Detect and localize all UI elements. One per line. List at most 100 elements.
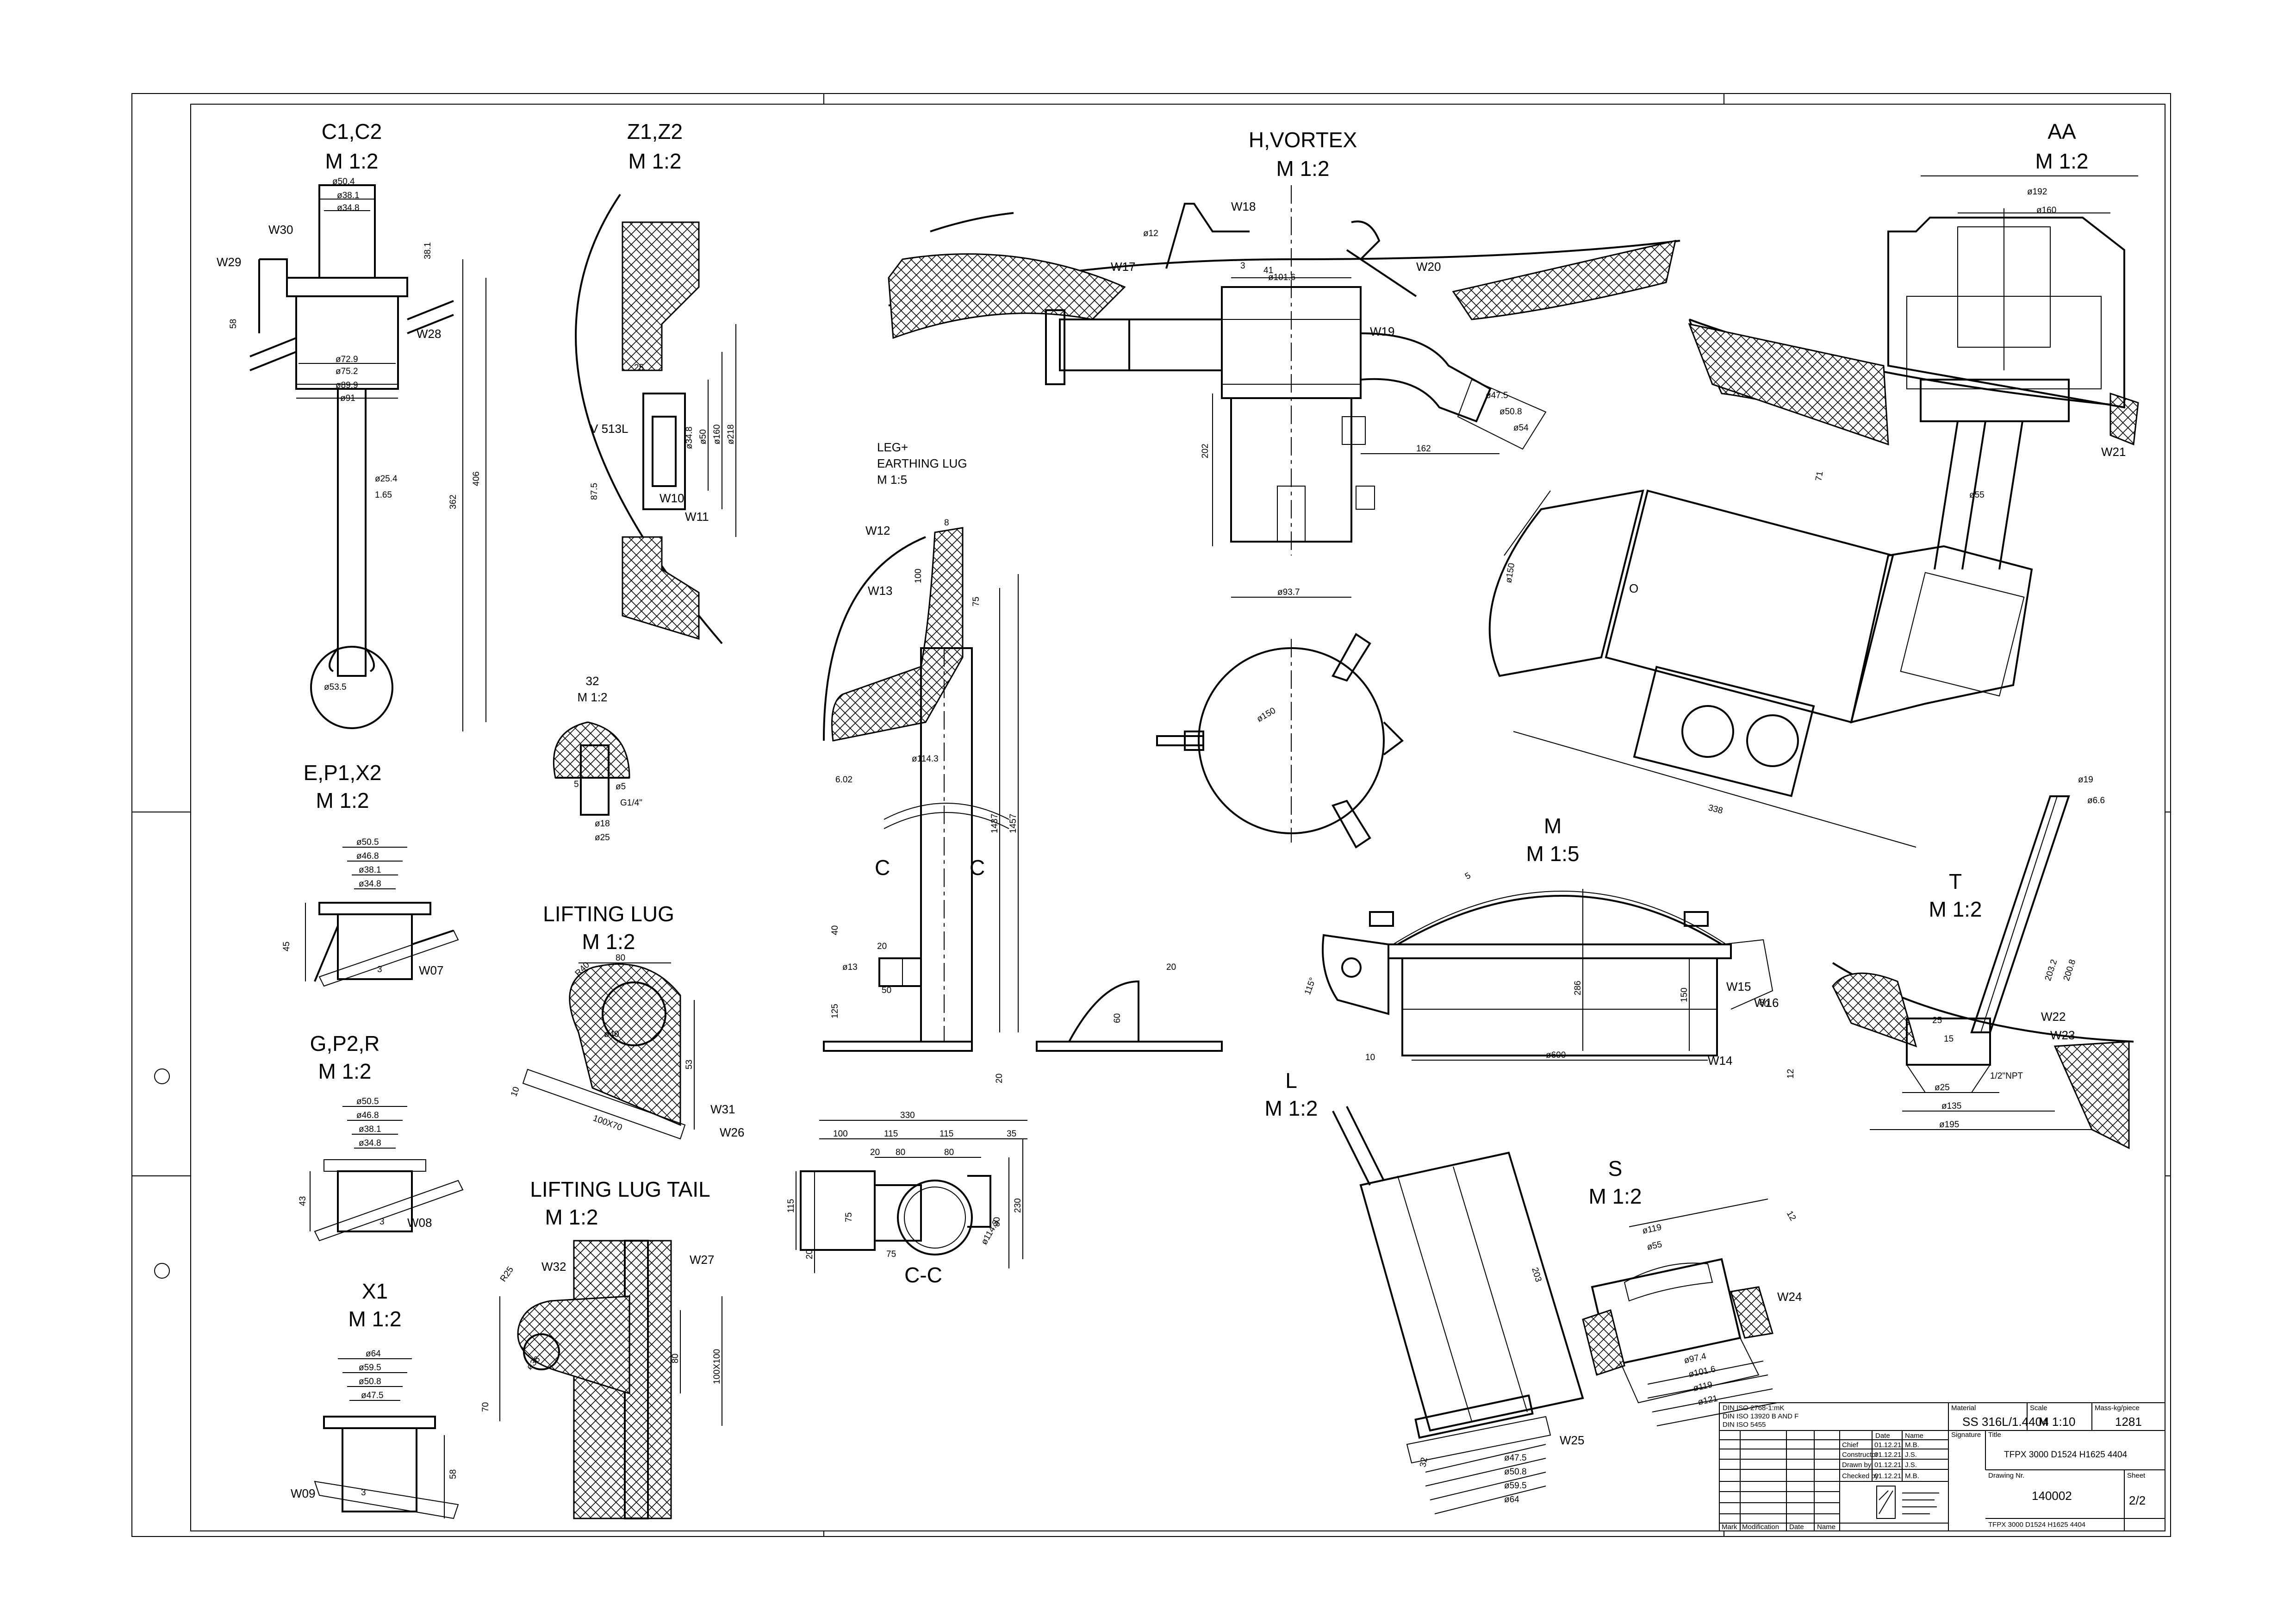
- dim-label: ø119: [1692, 1380, 1713, 1393]
- weld-label: W16: [1754, 996, 1779, 1010]
- weld-label: W10: [660, 491, 684, 505]
- dim-label: ø50.5: [356, 1097, 379, 1106]
- weld-label: W25: [1560, 1433, 1584, 1447]
- tb-row-date: 01.12.21: [1874, 1472, 1901, 1480]
- view-scale: M 1:2: [1264, 1096, 1318, 1120]
- dim-label: 200.8: [2062, 958, 2078, 982]
- view-title: AA: [2047, 119, 2076, 144]
- weld-label: W11: [685, 510, 709, 524]
- view-title: T: [1949, 869, 1962, 893]
- dim-label: 1.65: [375, 490, 392, 500]
- dim-label: 32: [1418, 1456, 1429, 1468]
- dim-label: 40: [830, 925, 840, 935]
- dim-label: ø64: [1504, 1495, 1519, 1505]
- dim-label: 203.2: [2043, 958, 2060, 982]
- dim-label: ø160: [2036, 206, 2056, 215]
- tb-scale: M 1:10: [2039, 1415, 2076, 1429]
- view-t: T M 1:2 ø19 ø6.6 203.2 200.8 25 15 ø25 ø…: [1832, 775, 2134, 1149]
- weld-label: W20: [1416, 260, 1441, 274]
- dim-label: ø53.5: [324, 682, 347, 692]
- dim-label: ø101.6: [1268, 273, 1295, 282]
- weld-label: W30: [268, 223, 293, 237]
- tb-modification-label: Modification: [1742, 1523, 1779, 1531]
- view-scale: M 1:2: [545, 1205, 598, 1229]
- view-title: G,P2,R: [310, 1031, 380, 1056]
- view-g-p2-r: G,P2,R M 1:2 ø50.5 ø46.8 ø38.1 ø34.8 43 …: [298, 1031, 464, 1242]
- dim-label: 87.5: [590, 483, 599, 500]
- dim-label: 115°: [1303, 976, 1318, 996]
- weld-label: W13: [868, 584, 892, 598]
- dim-label: ø93.7: [1277, 587, 1300, 597]
- dim-label: V 513L: [590, 422, 628, 436]
- weld-label: W19: [1370, 325, 1394, 338]
- dim-label: 338: [1707, 803, 1724, 816]
- view-scale: M 1:2: [628, 149, 681, 173]
- dim-label: 5: [574, 780, 579, 789]
- dim-label: ø46.8: [356, 1111, 379, 1120]
- weld-label: W24: [1777, 1290, 1802, 1304]
- weld-label: W15: [1726, 980, 1751, 993]
- view-scale: M 1:2: [316, 788, 369, 812]
- dim-label: 20: [805, 1249, 815, 1259]
- weld-label: W09: [291, 1487, 315, 1500]
- dim-label: G1/4": [620, 798, 642, 808]
- dim-label: 75: [844, 1212, 854, 1222]
- tb-row-role: Chief: [1842, 1441, 1859, 1449]
- dim-label: 80: [944, 1148, 954, 1157]
- dim-label: 80: [616, 953, 625, 963]
- tb-material: SS 316L/1.4404: [1962, 1415, 2049, 1429]
- tb-row-role: Checked by: [1842, 1472, 1879, 1480]
- view-section-c-c: C-C 330 100 115 115 35 20 80 80 115 75 2…: [786, 1111, 1027, 1287]
- dim-label: 20: [870, 1148, 880, 1157]
- dim-label: 10: [509, 1086, 522, 1098]
- dim-label: ø121: [1697, 1393, 1719, 1407]
- weld-label: W18: [1231, 200, 1256, 213]
- view-title: Z1,Z2: [627, 119, 683, 144]
- view-scale: M 1:2: [348, 1307, 401, 1331]
- dim-label: 50: [882, 986, 891, 995]
- tb-date-label: Date: [1875, 1432, 1890, 1440]
- dim-label: 8: [944, 518, 949, 528]
- dim-label: R25: [498, 1265, 516, 1284]
- tb-footer-date-label: Date: [1789, 1523, 1804, 1531]
- dim-label: 100: [833, 1129, 848, 1139]
- vortex-plate-plan: ø150: [1156, 633, 1404, 849]
- dim-label: 12: [1786, 1069, 1796, 1079]
- dim-label: ø64: [366, 1349, 381, 1359]
- weld-label: W28: [417, 327, 441, 341]
- dim-label: ø46.8: [356, 851, 379, 861]
- dim-label: ø160: [712, 425, 722, 444]
- dim-label: 75: [971, 597, 981, 606]
- dim-label: 80: [992, 1217, 1002, 1227]
- leg-title-line1: LEG+: [877, 440, 908, 454]
- view-scale: M 1:5: [1526, 842, 1579, 866]
- dim-label: ø47.5: [1486, 391, 1508, 400]
- dim-label: ø47.5: [361, 1391, 384, 1400]
- dim-label: ø5: [616, 782, 626, 792]
- dim-label: ø19: [2078, 775, 2093, 785]
- view-title: LEG+: [877, 440, 908, 454]
- tb-standard: DIN ISO 2768-1:mK: [1723, 1404, 1784, 1412]
- view-x1: X1 M 1:2 ø64 ø59.5 ø50.8 ø47.5 58 3 W09: [291, 1279, 459, 1519]
- dim-label: ø40: [604, 1030, 619, 1039]
- dim-label: 75: [886, 1249, 896, 1259]
- tb-mark-label: Mark: [1722, 1523, 1737, 1531]
- weld-label: W17: [1111, 260, 1135, 274]
- tb-title: TFPX 3000 D1524 H1625 4404: [2004, 1450, 2128, 1460]
- dim-label: ø25.4: [375, 474, 398, 484]
- dim-label: ø25: [595, 833, 610, 843]
- punch-hole: [154, 1263, 170, 1279]
- tb-signature-label: Signature: [1951, 1431, 1981, 1439]
- view-m: M M 1:5 5 10 286 150 ø600 80 12 115° W15…: [1303, 814, 1796, 1079]
- dim-label: ø6.6: [2087, 796, 2105, 806]
- dim-label: 71: [1814, 470, 1825, 481]
- dim-label: 1/2"NPT: [1990, 1071, 2023, 1081]
- view-leg-earthing-lug: LEG+ EARTHING LUG M 1:5 8 100 75 ø114.3 …: [823, 440, 1223, 1083]
- tb-row-date: 01.12.21: [1874, 1441, 1901, 1449]
- view-s: S M 1:2 ø119 ø55 12 ø97.4 ø101.6 ø119 ø1…: [1582, 1156, 1802, 1426]
- view-scale: M 1:2: [1929, 897, 1982, 921]
- dim-label: 10: [1365, 1053, 1375, 1062]
- weld-label: W32: [541, 1260, 566, 1274]
- dim-label: ø119: [1642, 1223, 1662, 1236]
- dim-label: 1457: [1008, 814, 1018, 833]
